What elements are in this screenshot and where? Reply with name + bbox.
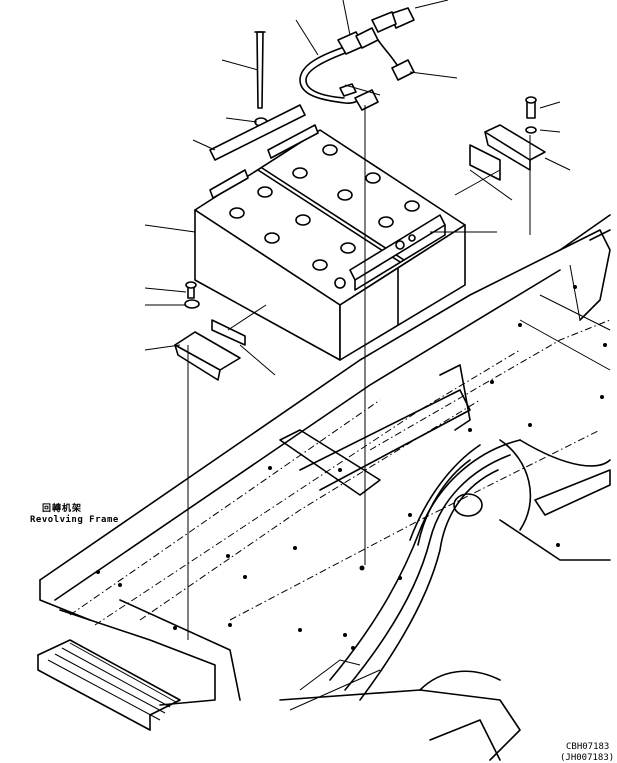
battery-pack	[194, 124, 466, 361]
drawing-code: CBH07183	[566, 742, 610, 752]
frame-label-chinese: 回轉机架	[42, 504, 83, 514]
frame-label-english: Revolving Frame	[30, 515, 119, 525]
frame-bolt-holes	[96, 285, 607, 650]
drawing-code-alt: (JH007183)	[560, 753, 615, 763]
battery-cables	[299, 7, 415, 111]
leader-lines	[144, 0, 571, 376]
battery-caps	[229, 144, 420, 271]
hardware	[174, 31, 546, 640]
revolving-frame	[37, 214, 611, 761]
